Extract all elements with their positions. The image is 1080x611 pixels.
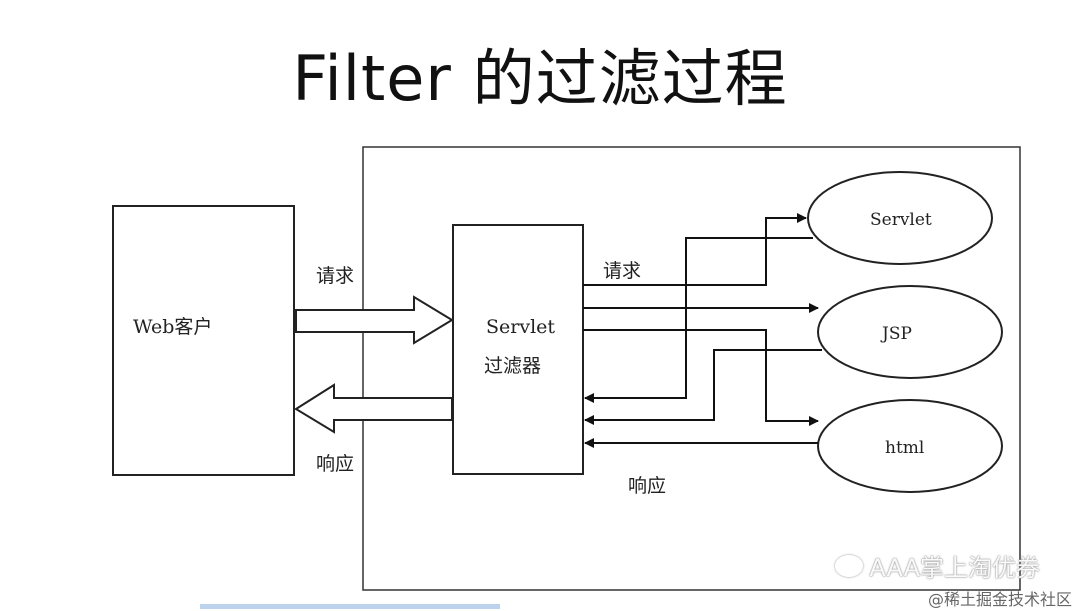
web-client-box: [112, 205, 295, 476]
request-line-servlet: [583, 213, 807, 286]
html-ellipse-label: html: [885, 438, 924, 458]
servlet-ellipse: [807, 171, 993, 265]
jsp-ellipse: [817, 285, 1003, 379]
left-request-label: 请求: [316, 265, 354, 287]
watermark-site: @稀土掘金技术社区: [927, 590, 1072, 609]
wechat-icon: [835, 554, 864, 577]
jsp-ellipse-label: JSP: [880, 324, 912, 344]
servlet-filter-label-1: Servlet: [486, 316, 555, 338]
request-line-html: [583, 329, 819, 426]
watermark-account-text: AAA掌上淘优券: [869, 554, 1040, 582]
bottom-edge-strip: [200, 604, 500, 609]
servlet-ellipse-label: Servlet: [870, 210, 932, 230]
response-line-jsp: [584, 349, 822, 425]
watermark-account: AAA掌上淘优券: [835, 548, 1040, 583]
response-hollow-arrow: [294, 383, 453, 434]
right-request-label: 请求: [603, 260, 641, 282]
left-response-label: 响应: [316, 453, 354, 475]
servlet-filter-label-2: 过滤器: [484, 355, 541, 377]
servlet-filter-box: [452, 224, 584, 475]
response-line-servlet: [584, 237, 813, 403]
server-container: [362, 146, 1021, 591]
right-response-label: 响应: [628, 475, 666, 497]
page-title: Filter 的过滤过程: [292, 42, 788, 115]
request-hollow-arrow: [295, 295, 454, 345]
web-client-label: Web客户: [133, 316, 212, 338]
html-ellipse: [817, 399, 1003, 493]
